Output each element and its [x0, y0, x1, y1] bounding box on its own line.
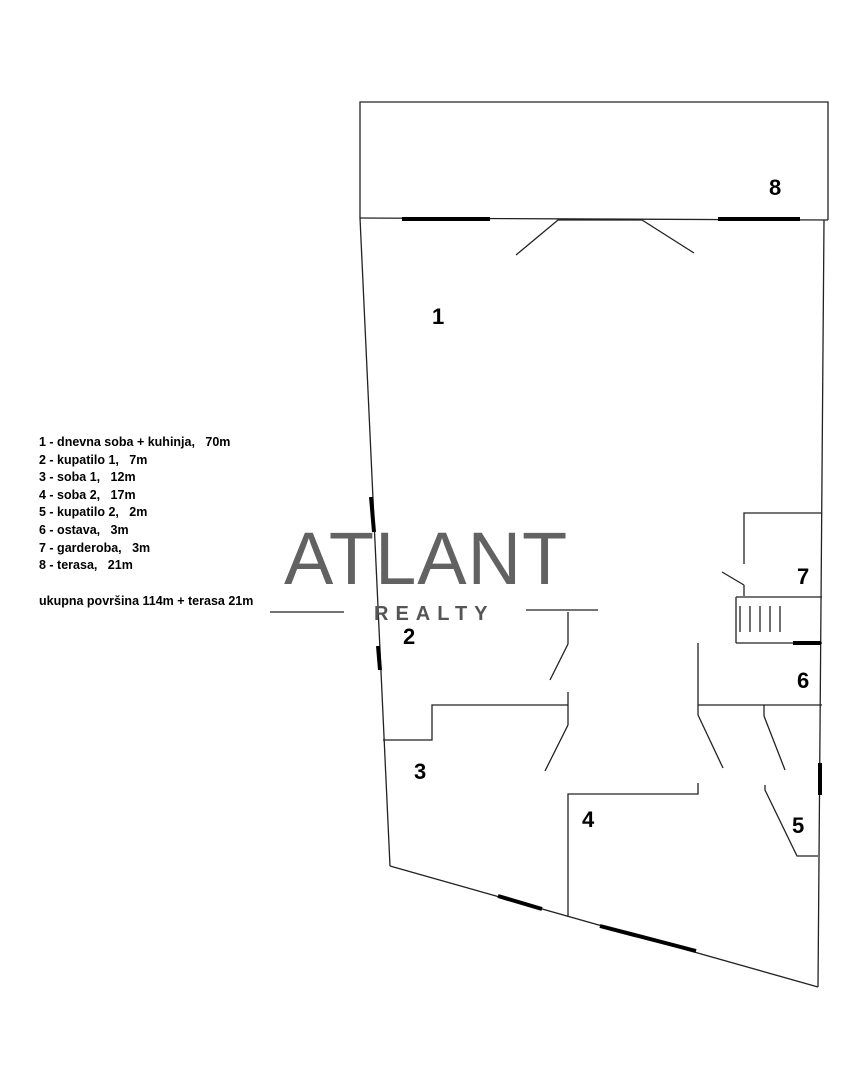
wall-segment: [567, 783, 699, 917]
room-label-7: 7: [797, 564, 810, 589]
door-leaf: [763, 715, 786, 771]
outer-wall-left: [359, 217, 391, 867]
windows: [369, 217, 822, 953]
legend-item: 5 - kupatilo 2, 2m: [39, 505, 148, 520]
window: [599, 924, 697, 953]
legend-item: 6 - ostava, 3m: [39, 522, 129, 537]
legend-item: 3 - soba 1, 12m: [39, 470, 136, 485]
legend-item: 2 - kupatilo 1, 7m: [39, 452, 148, 467]
kitchen-counter: [515, 219, 695, 256]
total-area: ukupna površina 114m + terasa 21m: [39, 594, 254, 608]
legend-item: 7 - garderoba, 3m: [39, 540, 151, 555]
room-legend: 1 - dnevna soba + kuhinja, 70m 2 - kupat…: [39, 434, 230, 575]
room-label-8: 8: [769, 175, 782, 200]
room-label-5: 5: [792, 813, 805, 838]
terrace-outline: [359, 101, 829, 220]
legend-item: 4 - soba 2, 17m: [39, 487, 136, 502]
legend-item: 1 - dnevna soba + kuhinja, 70m: [39, 435, 231, 449]
room-label-3: 3: [414, 759, 427, 784]
watermark-logo: ATLANT: [284, 517, 569, 600]
window: [369, 496, 376, 533]
wall-segment: [383, 704, 568, 741]
door-leaf: [544, 724, 569, 772]
watermark-tagline: REALTY: [374, 603, 495, 625]
window: [497, 894, 543, 911]
bathroom-fixture: [764, 785, 818, 857]
door-leaf: [549, 643, 569, 681]
outer-wall-right: [817, 219, 825, 988]
door-leaf: [697, 714, 724, 769]
room-label-4: 4: [582, 807, 595, 832]
room-label-1: 1: [432, 304, 445, 329]
window: [376, 645, 382, 671]
legend-item: 8 - terasa, 21m: [39, 558, 133, 573]
door-leaf: [721, 571, 745, 586]
room-label-6: 6: [797, 668, 810, 693]
room-label-2: 2: [403, 624, 416, 649]
wall-segment: [743, 512, 822, 564]
